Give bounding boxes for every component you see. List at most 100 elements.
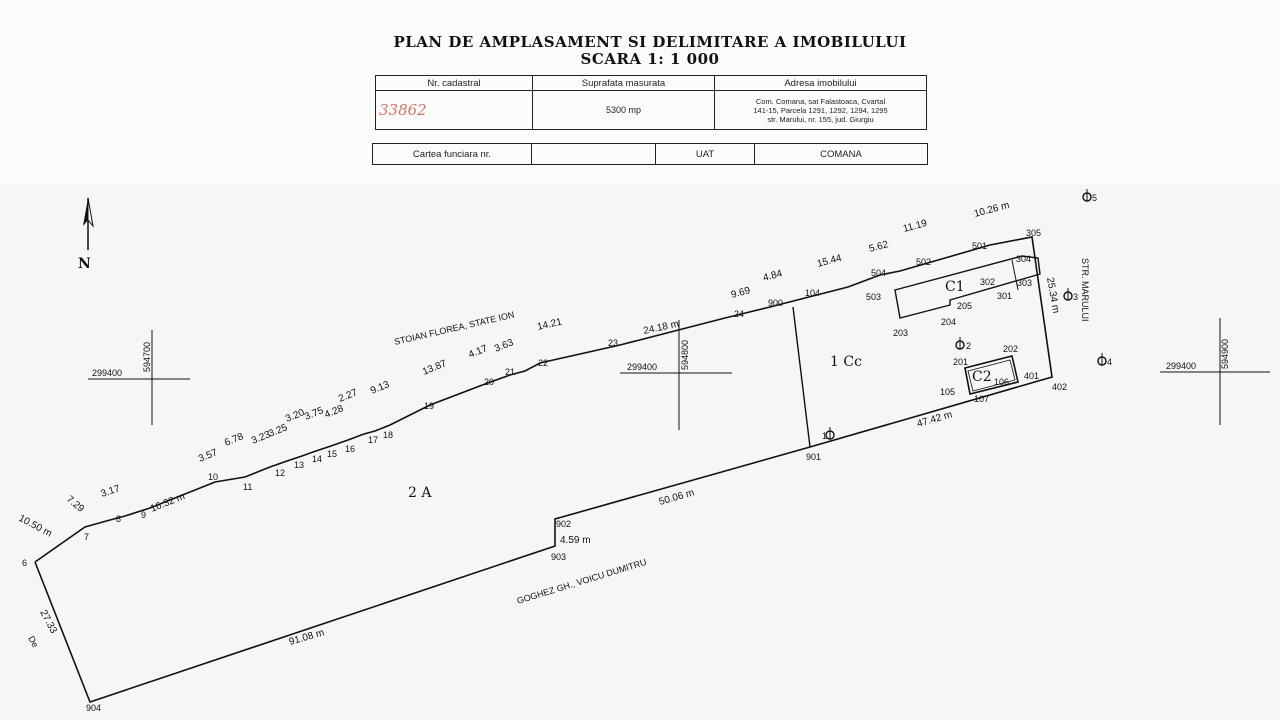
grid-cross-left: 299400 594700 bbox=[88, 330, 190, 425]
neighbor-south: GOGHEZ GH., VOICU DUMITRU bbox=[516, 557, 648, 606]
building-label-c2: C2 bbox=[972, 369, 992, 385]
point-label: 302 bbox=[980, 277, 995, 287]
distance-label: 25.34 m bbox=[1044, 277, 1061, 315]
grid-x-label: 299400 bbox=[1166, 361, 1196, 371]
point-label: 11 bbox=[243, 482, 252, 492]
point-label: 12 bbox=[275, 468, 285, 478]
document-scale: SCARA 1: 1 000 bbox=[580, 50, 720, 68]
station-label: 1 bbox=[822, 431, 827, 441]
neighbor-north: STOIAN FLOREA, STATE ION bbox=[393, 310, 515, 347]
point-label: 401 bbox=[1024, 371, 1039, 381]
distance-label: 47.42 m bbox=[916, 409, 954, 430]
distance-labels: 10.50 m 7.29 3.17 16.32 m 3.57 6.78 3.23… bbox=[17, 200, 1062, 648]
north-arrow-icon: N bbox=[78, 197, 94, 272]
point-label: 504 bbox=[871, 268, 886, 278]
point-label: 304 bbox=[1016, 254, 1031, 264]
distance-label: 7.29 bbox=[64, 494, 86, 515]
point-label: 201 bbox=[953, 357, 968, 367]
distance-label: 4.17 bbox=[467, 343, 490, 361]
point-label: 203 bbox=[893, 328, 908, 338]
distance-label: 14.21 bbox=[536, 316, 563, 332]
north-label: N bbox=[78, 256, 91, 272]
point-label: 9 bbox=[141, 510, 146, 520]
grid-y-label: 594700 bbox=[142, 342, 152, 372]
point-label: 14 bbox=[312, 454, 322, 464]
grid-cross-center: 299400 594800 bbox=[620, 320, 732, 430]
station-label: 3 bbox=[1073, 292, 1078, 302]
point-label: 19 bbox=[424, 401, 434, 411]
point-label: 204 bbox=[941, 317, 956, 327]
point-label: 24 bbox=[734, 309, 744, 319]
distance-label: 50.06 m bbox=[658, 487, 696, 508]
cadastral-info-table: Nr. cadastral Suprafata masurata Adresa … bbox=[375, 75, 927, 130]
point-label: 902 bbox=[556, 519, 571, 529]
neighbor-west: De bbox=[26, 634, 40, 649]
point-label: 8 bbox=[116, 514, 121, 524]
distance-label: 4.59 m bbox=[560, 535, 591, 546]
uat-value: COMANA bbox=[754, 143, 928, 165]
distance-label: 27.33 bbox=[37, 608, 59, 636]
point-label: 17 bbox=[368, 435, 378, 445]
parcel-label-1: 1 Cc bbox=[830, 354, 862, 370]
point-label: 7 bbox=[84, 532, 89, 542]
parcel-divider-line bbox=[792, 306, 811, 448]
point-label: 15 bbox=[327, 449, 337, 459]
station-label: 4 bbox=[1107, 357, 1112, 367]
point-label: 903 bbox=[551, 552, 566, 562]
distance-label: 5.62 bbox=[868, 239, 890, 255]
distance-label: 91.08 m bbox=[288, 627, 326, 648]
point-label: 205 bbox=[957, 301, 972, 311]
distance-label: 9.69 bbox=[730, 285, 752, 301]
neighbor-east: STR. MARULUI bbox=[1080, 258, 1090, 322]
distance-label: 4.84 bbox=[762, 268, 784, 284]
grid-y-label: 594900 bbox=[1220, 339, 1230, 369]
point-label: 21 bbox=[505, 367, 515, 377]
building-c2-outline bbox=[964, 355, 1019, 395]
distance-label: 4.28 bbox=[323, 403, 346, 421]
distance-label: 3.63 bbox=[493, 337, 516, 355]
point-label: 107 bbox=[974, 394, 989, 404]
distance-label: 13.87 bbox=[421, 358, 449, 378]
point-label: 6 bbox=[22, 558, 27, 568]
point-label: 503 bbox=[866, 292, 881, 302]
land-book-label: Cartea funciara nr. bbox=[372, 143, 532, 165]
distance-label: 10.26 m bbox=[973, 200, 1011, 220]
point-label: 502 bbox=[916, 257, 931, 267]
point-label: 402 bbox=[1052, 382, 1067, 392]
point-label: 301 bbox=[997, 291, 1012, 301]
property-boundary bbox=[34, 236, 1053, 704]
distance-label: 2.27 bbox=[337, 387, 360, 405]
document-title: PLAN DE AMPLASAMENT SI DELIMITARE A IMOB… bbox=[393, 33, 907, 51]
grid-cross-right: 299400 594900 bbox=[1160, 318, 1270, 425]
station-label: 2 bbox=[966, 341, 971, 351]
building-c1-outline bbox=[894, 255, 1041, 319]
station-label: 5 bbox=[1092, 193, 1097, 203]
point-label: 900 bbox=[768, 298, 783, 308]
point-label: 105 bbox=[940, 387, 955, 397]
land-book-table: Cartea funciara nr. UAT COMANA bbox=[372, 143, 928, 165]
distance-label: 16.32 m bbox=[149, 491, 187, 515]
point-label: 305 bbox=[1026, 228, 1041, 238]
point-label: 16 bbox=[345, 444, 355, 454]
station-marker-icon bbox=[825, 189, 1107, 440]
point-label: 10 bbox=[208, 472, 218, 482]
building-label-c1: C1 bbox=[945, 279, 965, 295]
point-label: 202 bbox=[1003, 344, 1018, 354]
point-label: 13 bbox=[294, 460, 304, 470]
distance-label: 11.19 bbox=[902, 218, 929, 235]
address-line: Com. Comana, sat Falastoaca, Cvartal bbox=[755, 96, 886, 106]
point-label: 104 bbox=[805, 288, 820, 298]
point-label: 106 bbox=[994, 377, 1009, 387]
point-label: 20 bbox=[484, 377, 494, 387]
grid-y-label: 594800 bbox=[680, 340, 690, 370]
point-label: 23 bbox=[608, 338, 618, 348]
point-label: 501 bbox=[972, 241, 987, 251]
distance-label: 10.50 m bbox=[17, 513, 54, 540]
point-label: 901 bbox=[806, 452, 821, 462]
distance-label: 15.44 bbox=[816, 253, 843, 270]
grid-x-label: 299400 bbox=[92, 368, 122, 378]
point-label: 904 bbox=[86, 703, 101, 713]
distance-label: 6.78 bbox=[223, 431, 246, 449]
grid-x-label: 299400 bbox=[627, 362, 657, 372]
